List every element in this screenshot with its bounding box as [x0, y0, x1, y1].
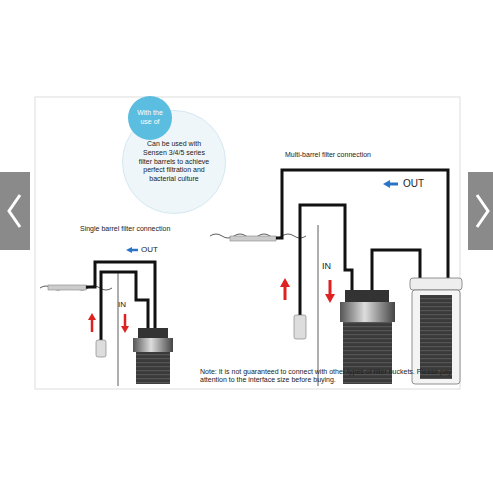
- note-text: Note: It is not guaranteed to connect wi…: [200, 368, 458, 384]
- nav-bar: [468, 172, 493, 250]
- frame: [35, 97, 460, 389]
- section-title: Multi-barrel filter connection: [285, 151, 371, 159]
- prev-chevron: [9, 195, 20, 227]
- badge-circle: With the use of: [128, 96, 172, 140]
- spray-bar: [48, 285, 86, 290]
- flow-label: IN: [322, 261, 331, 271]
- filter-media: [420, 295, 452, 379]
- canister: [136, 352, 170, 384]
- flow-arrow: [329, 280, 332, 296]
- strainer: [96, 340, 106, 357]
- flow-label: OUT: [141, 245, 158, 254]
- strainer: [294, 315, 306, 339]
- flow-label: OUT: [403, 178, 424, 190]
- flow-arrow: [91, 318, 94, 332]
- tank-wall: [318, 225, 319, 386]
- info-text: Can be used with Sensen 3/4/5 series fil…: [137, 140, 211, 184]
- canister-head: [345, 290, 389, 302]
- barrel-lid: [410, 278, 462, 290]
- spray-bar: [230, 236, 276, 241]
- canister: [133, 338, 173, 352]
- next-chevron: [477, 195, 488, 227]
- tank-wall: [118, 272, 119, 386]
- flow-label: IN: [118, 300, 126, 309]
- canister-head: [138, 328, 168, 338]
- canister: [340, 302, 395, 322]
- flow-arrow: [124, 314, 127, 328]
- badge-text: With the use of: [132, 109, 168, 127]
- nav-bar: [0, 172, 30, 250]
- section-title: Single barrel filter connection: [80, 225, 170, 233]
- out-hose: [276, 170, 448, 278]
- in-hose: [300, 205, 352, 315]
- flow-arrow: [284, 285, 287, 300]
